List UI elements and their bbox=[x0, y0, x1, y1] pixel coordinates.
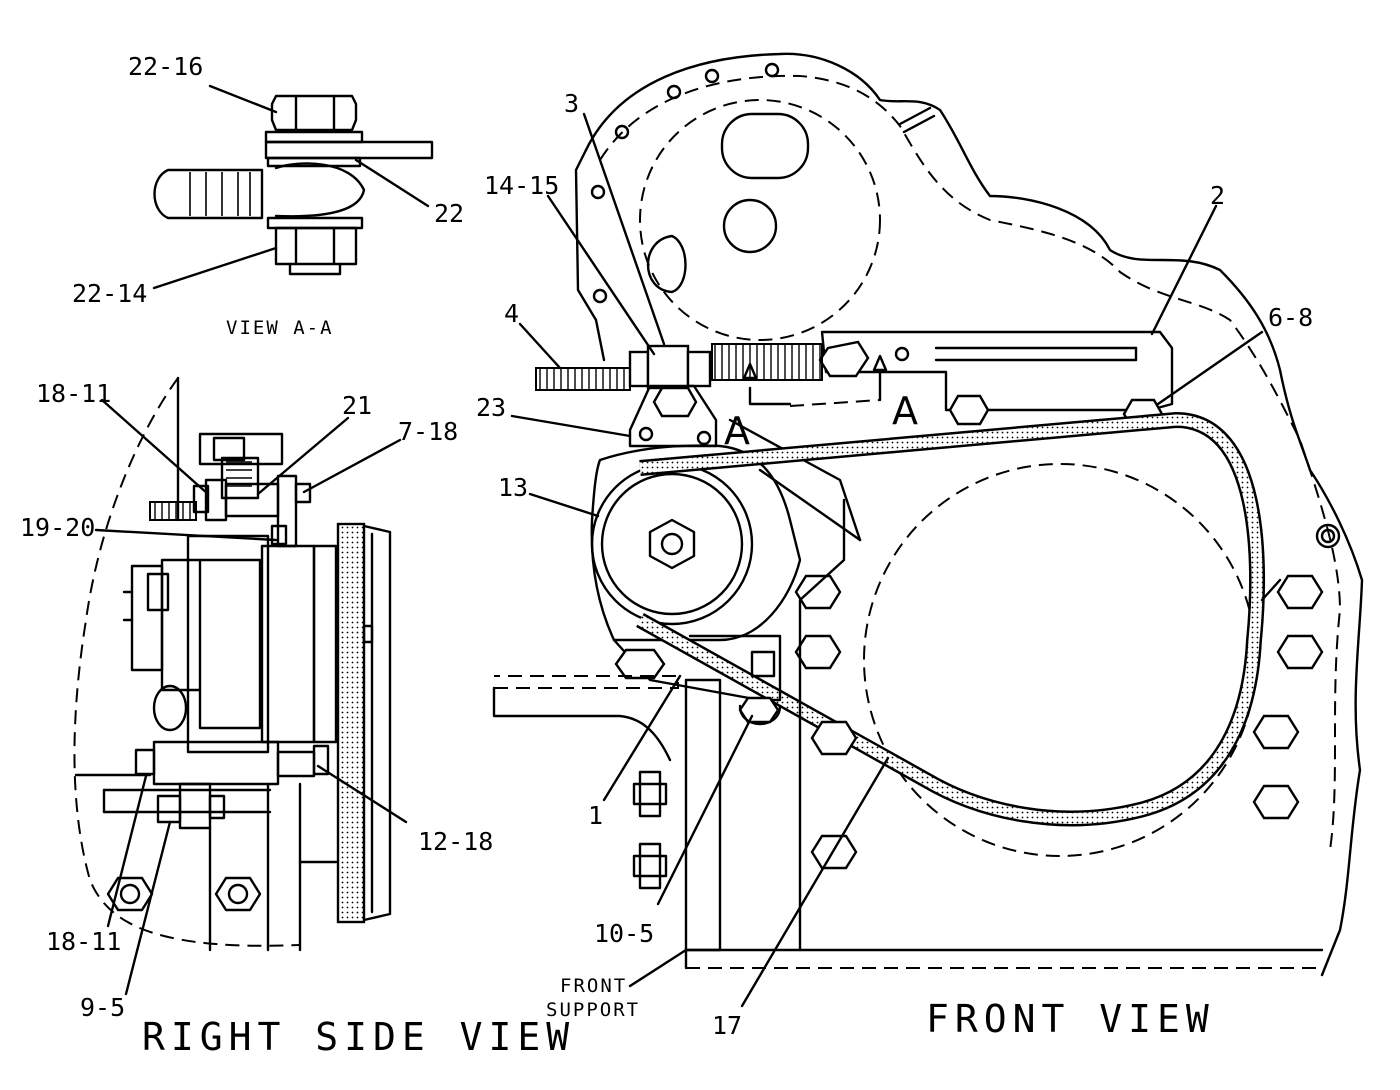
label-12-18: 12-18 bbox=[418, 827, 493, 856]
label-22-16: 22-16 bbox=[128, 52, 203, 81]
label-17: 17 bbox=[712, 1011, 742, 1040]
label-6-8: 6-8 bbox=[1268, 303, 1313, 332]
section-marker-a-left: A bbox=[724, 409, 750, 453]
label-2: 2 bbox=[1210, 181, 1225, 210]
label-18-11-bottom: 18-11 bbox=[46, 927, 121, 956]
label-14-15: 14-15 bbox=[484, 171, 559, 200]
front-support-label-line2: SUPPORT bbox=[546, 999, 640, 1021]
label-23: 23 bbox=[476, 393, 506, 422]
label-22: 22 bbox=[434, 199, 464, 228]
front-view-drawing bbox=[492, 52, 1364, 1008]
label-4: 4 bbox=[504, 299, 519, 328]
right-side-view-drawing bbox=[73, 376, 408, 996]
label-3: 3 bbox=[564, 89, 579, 118]
front-view-title: FRONT VIEW bbox=[926, 997, 1215, 1041]
label-7-18: 7-18 bbox=[398, 417, 458, 446]
label-1: 1 bbox=[588, 801, 603, 830]
label-10-5: 10-5 bbox=[594, 919, 654, 948]
front-support-label-line1: FRONT bbox=[560, 975, 627, 997]
right-side-view-title: RIGHT SIDE VIEW bbox=[142, 1015, 575, 1059]
block-bolts bbox=[794, 574, 1324, 870]
label-13: 13 bbox=[498, 473, 528, 502]
label-22-14: 22-14 bbox=[72, 279, 147, 308]
label-9-5: 9-5 bbox=[80, 993, 125, 1022]
label-18-11-top: 18-11 bbox=[36, 379, 111, 408]
label-21: 21 bbox=[342, 391, 372, 420]
section-marker-a-right: A bbox=[892, 389, 918, 433]
view-aa-drawing bbox=[152, 84, 434, 290]
label-19-20: 19-20 bbox=[20, 513, 95, 542]
view-aa-title: VIEW A-A bbox=[226, 317, 334, 339]
